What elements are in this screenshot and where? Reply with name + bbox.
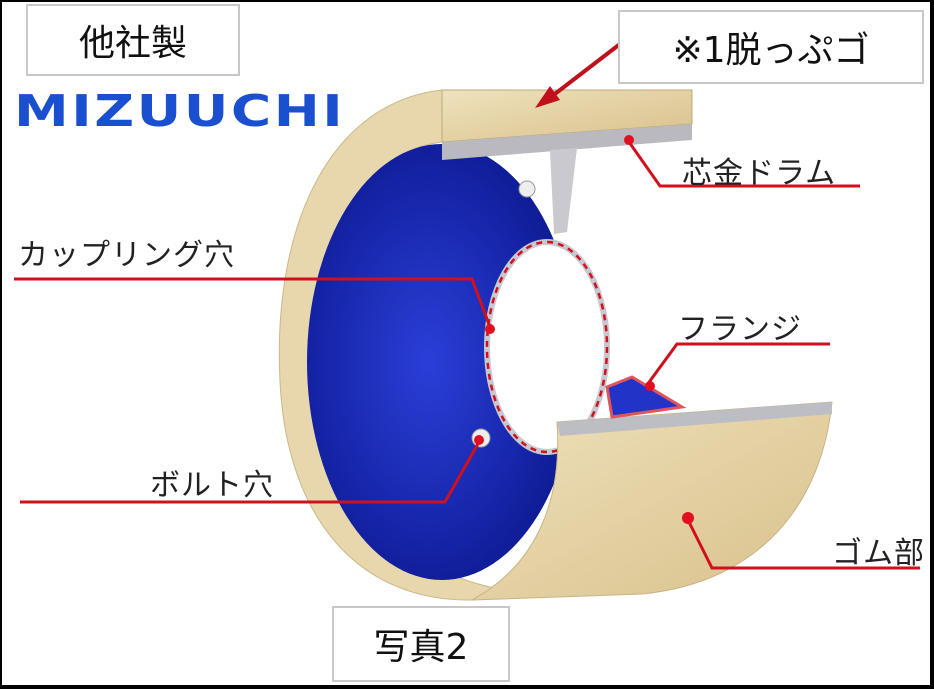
label-bolt-hole: ボルト穴 — [150, 468, 274, 503]
callout-box: ※1脱っぷゴ — [618, 10, 924, 84]
label-core-drum: 芯金ドラム — [682, 156, 837, 191]
caption-box: 写真2 — [332, 606, 510, 682]
inner-drum — [307, 144, 577, 580]
caption-text: 写真2 — [373, 627, 469, 668]
rubber-shell-bottom — [471, 401, 833, 601]
title-box: 他社製 — [26, 4, 240, 76]
callout-text: ※1脱っぷゴ — [672, 30, 870, 71]
label-coupling-hole: カップリング穴 — [18, 238, 235, 273]
label-flange: フランジ — [678, 312, 802, 347]
label-rubber-part: ゴム部 — [832, 536, 925, 571]
leader-dots — [474, 135, 694, 524]
flange-part — [605, 375, 687, 419]
title-text: 他社製 — [78, 23, 187, 64]
mizuuchi-logo: MIZUUCHI — [14, 86, 346, 137]
callout-arrow — [545, 42, 622, 102]
leader-lines — [14, 141, 920, 570]
core-drum-top — [442, 124, 692, 160]
